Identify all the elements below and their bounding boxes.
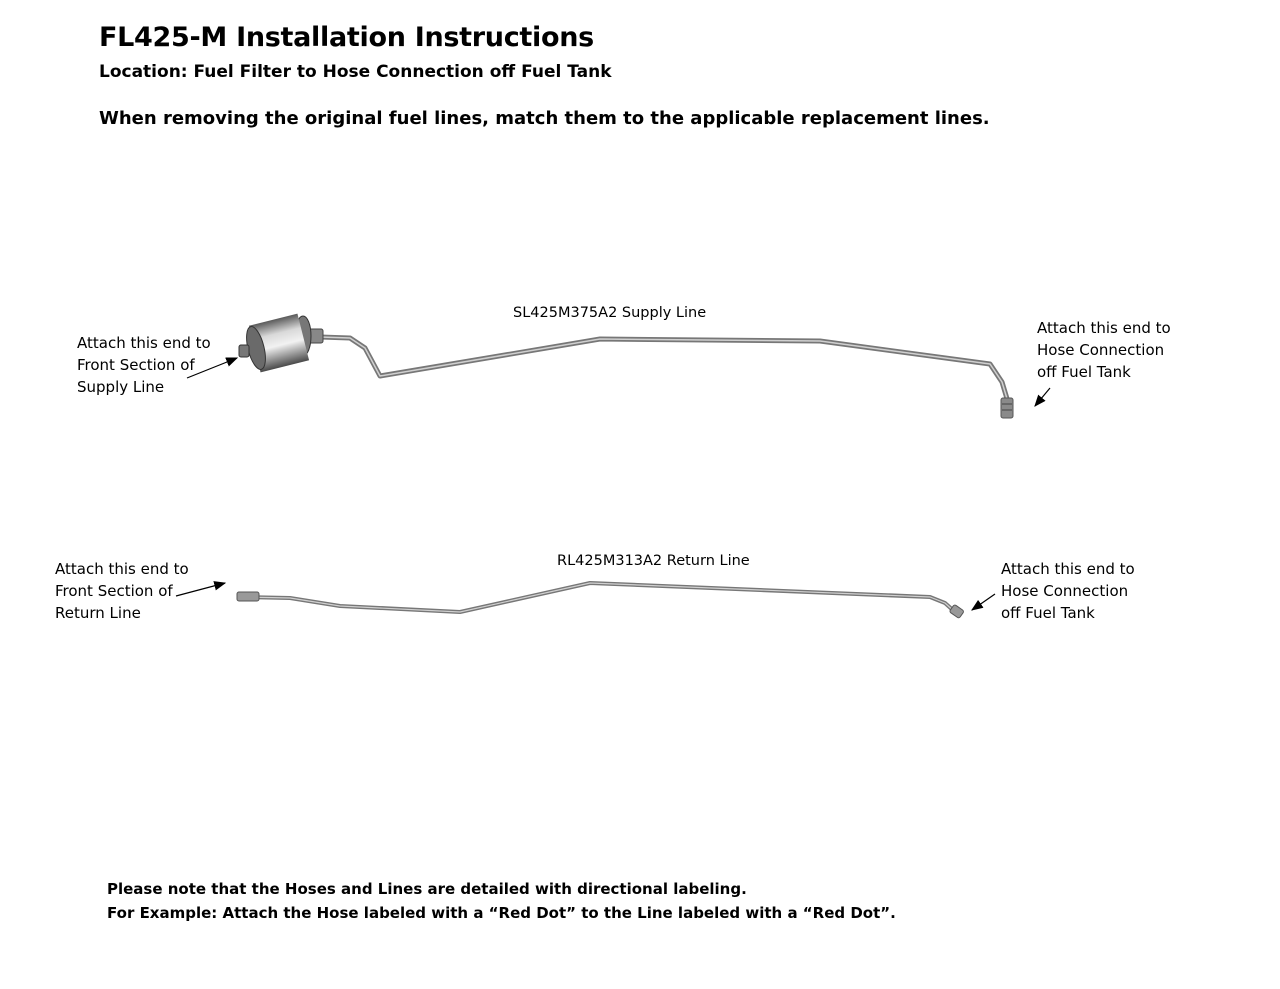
callout-line: Front Section of: [55, 582, 173, 600]
callout-line: Attach this end to: [77, 334, 211, 352]
supply-tank-arrow: [1034, 387, 1051, 407]
callout-line: Front Section of: [77, 356, 195, 374]
note-line-1: Please note that the Hoses and Lines are…: [107, 880, 747, 898]
note-line-2: For Example: Attach the Hose labeled wit…: [107, 904, 896, 922]
supply-front-arrow: [186, 357, 239, 379]
supply-tank-callout: Attach this end to Hose Connection off F…: [1037, 317, 1171, 383]
callout-line: Hose Connection: [1037, 341, 1165, 359]
callout-line: Attach this end to: [55, 560, 189, 578]
callout-line: Hose Connection: [1001, 582, 1129, 600]
callout-line: off Fuel Tank: [1037, 363, 1131, 381]
return-tank-arrow: [971, 593, 996, 611]
callout-line: off Fuel Tank: [1001, 604, 1095, 622]
callout-line: Attach this end to: [1037, 319, 1171, 337]
return-front-callout: Attach this end to Front Section of Retu…: [55, 558, 189, 624]
callout-line: Attach this end to: [1001, 560, 1135, 578]
return-line-label: RL425M313A2 Return Line: [557, 553, 750, 569]
instruction-text: When removing the original fuel lines, m…: [99, 108, 990, 129]
callout-line: Return Line: [55, 604, 141, 622]
return-tank-callout: Attach this end to Hose Connection off F…: [1001, 558, 1135, 624]
fuel-filter: [238, 313, 324, 373]
return-front-arrow: [175, 581, 227, 597]
location-subtitle: Location: Fuel Filter to Hose Connection…: [99, 62, 612, 82]
footer-note: Please note that the Hoses and Lines are…: [107, 877, 896, 925]
page-title: FL425-M Installation Instructions: [99, 22, 594, 53]
supply-front-callout: Attach this end to Front Section of Supp…: [77, 332, 211, 398]
return-line-tube: [236, 581, 964, 619]
callout-line: Supply Line: [77, 378, 165, 396]
supply-line-label: SL425M375A2 Supply Line: [513, 305, 707, 321]
supply-line-tube: [317, 334, 1014, 419]
